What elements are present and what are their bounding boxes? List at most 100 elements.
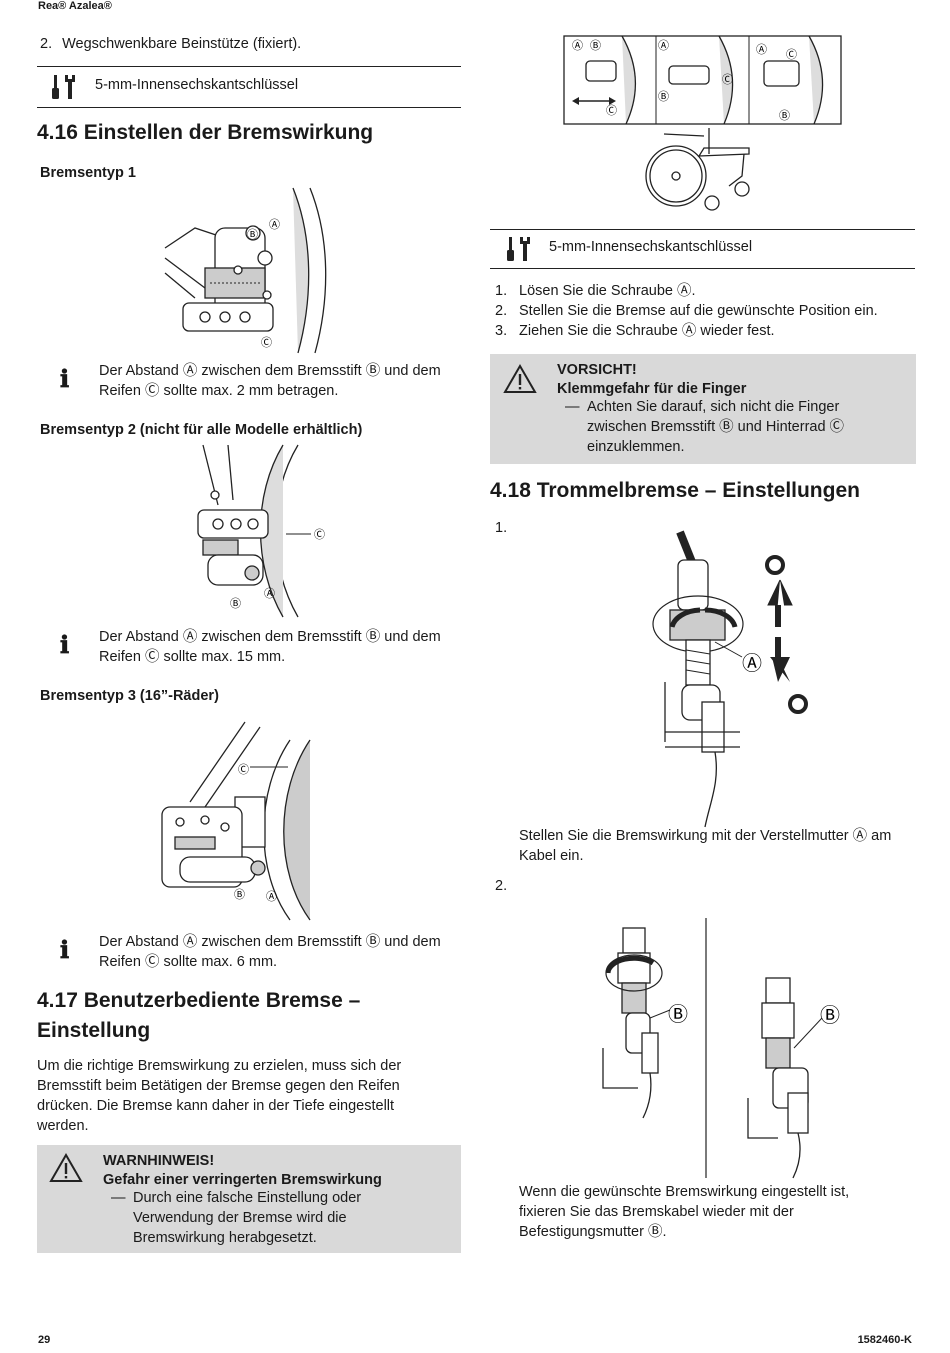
brake-type-3-figure: Ⓒ Ⓑ Ⓐ [161, 721, 311, 921]
step-text: Stellen Sie die Bremse auf die gewünscht… [519, 303, 878, 319]
running-header: Rea® Azalea® [38, 0, 112, 12]
step-number: 2. [40, 36, 53, 52]
info-line: Der Abstand Ⓐ zwischen dem Bremsstift Ⓑ … [99, 629, 441, 645]
tool-label: 5-mm-Innensechskantschlüssel [95, 77, 299, 93]
label-c: Ⓒ [722, 73, 733, 86]
warning-triangle-icon [49, 1152, 83, 1182]
text-line: Befestigungsmutter Ⓑ. [519, 1224, 667, 1240]
brake-type-1-info: Der Abstand Ⓐ zwischen dem Bremsstift Ⓑ … [99, 361, 441, 401]
warning-box: WARNHINWEIS! Gefahr einer verringerten B… [37, 1145, 461, 1253]
info-line: Reifen Ⓒ sollte max. 2 mm betragen. [99, 383, 339, 399]
warning-line: Durch eine falsche Einstellung oder [133, 1190, 362, 1206]
step-2: 2. Stellen Sie die Bremse auf die gewünsc… [495, 301, 878, 321]
label-c: Ⓒ [606, 104, 617, 117]
label-b: Ⓑ [820, 1004, 840, 1027]
paragraph-line: werden. [37, 1118, 89, 1134]
info-line: Der Abstand Ⓐ zwischen dem Bremsstift Ⓑ … [99, 363, 441, 379]
label-a: Ⓐ [742, 652, 762, 675]
step-number: 1. [495, 283, 508, 299]
warning-subtitle: Gefahr einer verringerten Bremswirkung [103, 1172, 382, 1188]
paragraph-line: Um die richtige Bremswirkung zu erzielen… [37, 1058, 402, 1074]
label-a: Ⓐ [572, 39, 583, 52]
label-a: Ⓐ [269, 218, 280, 231]
warning-line: Verwendung der Bremse wird die [133, 1210, 347, 1226]
brake-type-2-heading: Bremsentyp 2 (nicht für alle Modelle erh… [40, 422, 363, 438]
warning-text: Durch eine falsche Einstellung oder Verw… [133, 1188, 361, 1248]
warning-dash: — [111, 1190, 126, 1206]
brake-type-2-figure: Ⓑ Ⓐ Ⓒ [197, 444, 325, 618]
caution-subtitle: Klemmgefahr für die Finger [557, 381, 747, 397]
section-4-18-title: 4.18 Trommelbremse – Einstellungen [490, 479, 860, 502]
caution-dash: — [565, 399, 580, 415]
text-line: Kabel ein. [519, 848, 584, 864]
caution-box: VORSICHT! Klemmgefahr für die Finger — A… [490, 354, 916, 464]
step-3: 3. Ziehen Sie die Schraube Ⓐ wieder fest. [495, 321, 878, 341]
step-text: Ziehen Sie die Schraube Ⓐ wieder fest. [519, 323, 775, 339]
drum-step-1-number: 1. [495, 520, 508, 536]
tool-box: 5-mm-Innensechskantschlüssel [37, 66, 461, 108]
warning-triangle-icon [503, 363, 537, 393]
title-line: Einstellung [37, 1019, 151, 1042]
label-a: Ⓐ [264, 587, 275, 600]
info-line: Reifen Ⓒ sollte max. 15 mm. [99, 649, 286, 665]
label-c: Ⓒ [261, 336, 272, 349]
section-4-16-title: 4.16 Einstellen der Bremswirkung [37, 121, 374, 144]
step-text: Lösen Sie die Schraube Ⓐ. [519, 283, 696, 299]
drum-brake-figure-1: Ⓐ [652, 530, 808, 828]
tool-box: 5-mm-Innensechskantschlüssel [490, 229, 915, 269]
label-c: Ⓒ [786, 48, 797, 61]
wrench-screwdriver-icon [52, 75, 75, 99]
title-line: 4.17 Benutzerbediente Bremse – [37, 989, 361, 1012]
caution-line: einzuklemmen. [587, 439, 685, 455]
label-a: Ⓐ [266, 890, 277, 903]
paragraph-line: Bremsstift beim Betätigen der Bremse geg… [37, 1078, 400, 1094]
label-b: Ⓑ [668, 1003, 688, 1026]
label-b: Ⓑ [234, 888, 245, 901]
label-b: Ⓑ [779, 109, 790, 122]
text-line: Wenn die gewünschte Bremswirkung eingest… [519, 1184, 850, 1200]
step-2: 2. Wegschwenkbare Beinstütze (fixiert). [40, 34, 301, 54]
caution-line: Achten Sie darauf, sich nicht die Finger [587, 399, 840, 415]
brake-type-3-info: Der Abstand Ⓐ zwischen dem Bremsstift Ⓑ … [99, 932, 441, 972]
label-b: Ⓑ [230, 597, 241, 610]
text-line: Stellen Sie die Bremswirkung mit der Ver… [519, 828, 892, 844]
warning-line: Bremswirkung herabgesetzt. [133, 1230, 317, 1246]
brake-type-1-figure: Ⓑ Ⓐ Ⓒ [164, 187, 327, 354]
drum-step-2-number: 2. [495, 878, 508, 894]
info-icon: ℹ [60, 935, 70, 964]
caution-text: Achten Sie darauf, sich nicht die Finger… [587, 397, 844, 457]
label-c: Ⓒ [238, 763, 249, 776]
label-b: Ⓑ [247, 228, 258, 241]
brake-type-1-heading: Bremsentyp 1 [40, 165, 136, 181]
footrest-figure: Ⓐ Ⓑ Ⓒ Ⓐ Ⓑ Ⓒ Ⓐ Ⓒ Ⓑ [563, 35, 842, 211]
label-c: Ⓒ [314, 528, 325, 541]
step-number: 3. [495, 323, 508, 339]
drum-step-2-text: Wenn die gewünschte Bremswirkung eingest… [519, 1182, 849, 1242]
drum-step-1-text: Stellen Sie die Bremswirkung mit der Ver… [519, 826, 891, 866]
caution-title: VORSICHT! [557, 362, 637, 378]
step-number: 2. [495, 303, 508, 319]
info-line: Reifen Ⓒ sollte max. 6 mm. [99, 954, 278, 970]
drum-brake-figure-2: Ⓑ Ⓑ [602, 918, 840, 1179]
brake-type-2-info: Der Abstand Ⓐ zwischen dem Bremsstift Ⓑ … [99, 627, 441, 667]
page-number: 29 [38, 1334, 51, 1346]
info-line: Der Abstand Ⓐ zwischen dem Bremsstift Ⓑ … [99, 934, 441, 950]
info-icon: ℹ [60, 630, 70, 659]
paragraph-line: drücken. Die Bremse kann daher in der Ti… [37, 1098, 395, 1114]
label-b: Ⓑ [590, 39, 601, 52]
tool-label: 5-mm-Innensechskantschlüssel [549, 239, 753, 255]
section-4-17-paragraph: Um die richtige Bremswirkung zu erzielen… [37, 1056, 401, 1136]
warning-title: WARNHINWEIS! [103, 1153, 215, 1169]
document-number: 1582460-K [857, 1334, 912, 1346]
text-line: fixieren Sie das Bremskabel wieder mit d… [519, 1204, 794, 1220]
step-text: Wegschwenkbare Beinstütze (fixiert). [62, 36, 302, 52]
section-4-17-title: 4.17 Benutzerbediente Bremse – Einstellu… [37, 986, 360, 1046]
caution-line: zwischen Bremsstift Ⓑ und Hinterrad Ⓒ [587, 419, 845, 435]
info-icon: ℹ [60, 364, 70, 393]
adjustment-steps: 1. Lösen Sie die Schraube Ⓐ. 2. Stellen Si… [495, 281, 878, 341]
step-1: 1. Lösen Sie die Schraube Ⓐ. [495, 281, 878, 301]
brake-type-3-heading: Bremsentyp 3 (16”-Räder) [40, 688, 219, 704]
label-a: Ⓐ [756, 43, 767, 56]
label-a: Ⓐ [658, 39, 669, 52]
wrench-screwdriver-icon [507, 237, 530, 261]
